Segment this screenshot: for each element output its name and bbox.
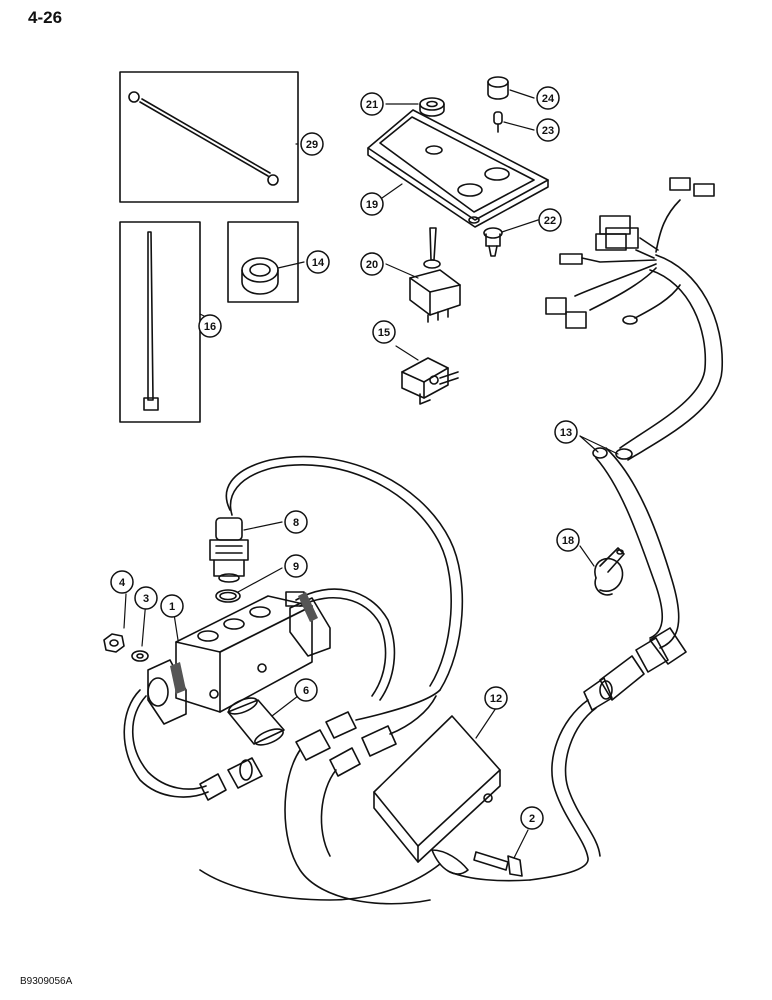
indicator-socket [483,227,503,257]
page-number: 4-26 [28,8,63,27]
callout-circle-12 [484,686,508,710]
callout-circle-2 [520,806,544,830]
callout-circle-19 [360,192,384,216]
hex-nut [103,633,125,653]
ground-strap-box [119,71,299,203]
cable-tie-box [119,221,201,423]
callout-circle-6 [294,678,318,702]
callout-label-14: 14 [312,257,325,269]
callout-circle-29 [300,132,324,156]
callout-label-21: 21 [366,99,378,111]
callout-circle-4 [110,570,134,594]
callout-label-15: 15 [378,327,390,339]
bulb [493,111,503,133]
callout-label-18: 18 [562,535,574,547]
callout-label-22: 22 [544,215,556,227]
callout-circle-16 [198,314,222,338]
callout-label-3: 3 [143,593,149,605]
shading [170,592,318,694]
callout-circle-8 [284,510,308,534]
callout-label-16: 16 [204,321,216,333]
callout-label-12: 12 [490,693,502,705]
connector-cables [199,689,441,905]
callout-circle-23 [536,118,560,142]
spacer-tube [227,697,285,746]
callout-label-8: 8 [293,517,299,529]
callout-label-29: 29 [306,139,318,151]
nut-box [227,221,299,303]
cable-clip [594,547,625,596]
toggle-switch [409,227,461,323]
bolt [473,851,523,877]
callout-circle-13 [554,420,578,444]
callout-circle-18 [556,528,580,552]
o-ring [215,589,241,603]
callout-circle-14 [306,250,330,274]
lock-washer [131,650,149,662]
callout-label-4: 4 [119,577,126,589]
callout-label-2: 2 [529,813,535,825]
drawing-code: B9309056A [20,976,73,987]
callout-circle-21 [360,92,384,116]
valve-block [123,588,396,798]
callout-circle-22 [538,208,562,232]
callout-circle-9 [284,554,308,578]
callout-circle-24 [536,86,560,110]
lens-cap [487,76,509,100]
wire-harness [529,177,723,881]
pressure-switch [209,455,464,691]
callout-label-19: 19 [366,199,378,211]
callout-circle-15 [372,320,396,344]
callout-label-23: 23 [542,125,554,137]
callout-label-24: 24 [542,93,555,105]
callout-label-9: 9 [293,561,299,573]
control-module [199,715,531,901]
leader-lines [123,89,619,859]
grommet [419,97,445,117]
callout-label-20: 20 [366,259,378,271]
circuit-breaker [401,357,459,405]
callout-circle-20 [360,252,384,276]
callout-label-13: 13 [560,427,572,439]
callout-circle-1 [160,594,184,618]
callout-label-6: 6 [303,685,309,697]
callout-label-1: 1 [169,601,175,613]
mounting-plate [367,109,549,228]
callout-circle-3 [134,586,158,610]
